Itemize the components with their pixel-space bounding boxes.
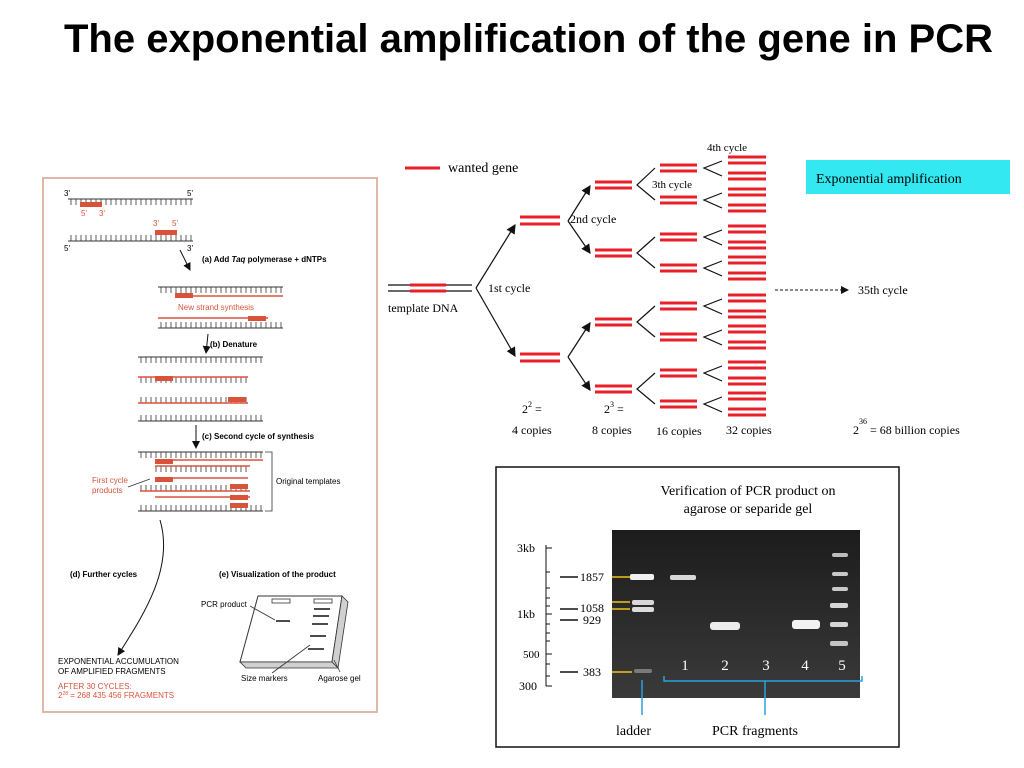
scale-label: 500 [523, 649, 540, 661]
dna-strand [138, 415, 263, 421]
dna-strand [138, 357, 263, 363]
ladder-label: ladder [616, 724, 651, 739]
gel-drawing [239, 595, 343, 663]
pcr-fragments-label: PCR fragments [712, 724, 798, 739]
lane-number: 2 [721, 658, 729, 674]
count-copies: 16 copies [656, 424, 702, 438]
strand-end-label: 5' [64, 244, 70, 253]
gel-title: agarose or separide gel [684, 502, 813, 517]
original-templates-label: Original templates [276, 477, 340, 486]
gel-panel: Verification of PCR product on agarose o… [495, 466, 900, 748]
dna-strand [138, 452, 263, 458]
gene-copies-gen4 [728, 155, 766, 417]
step-d-label: (d) Further cycles [70, 570, 138, 579]
dna-strand [68, 199, 193, 205]
cycle-label: 1st cycle [488, 281, 530, 295]
first-cycle-products-label: First cycle [92, 476, 129, 485]
cycle-label: 4th cycle [707, 142, 747, 154]
dna-strand [158, 322, 283, 328]
step-c-label: (c) Second cycle of synthesis [202, 432, 315, 441]
strand-end-label: 3' [153, 219, 159, 228]
scale-label: 3kb [517, 541, 535, 555]
dna-strand [68, 235, 193, 241]
new-strand-label: New strand synthesis [178, 303, 254, 312]
lane-number: 4 [801, 658, 809, 674]
gene-copies-gen2 [595, 180, 632, 394]
exponential-badge-text: Exponential amplification [816, 172, 962, 187]
exp-accum-label: OF AMPLIFIED FRAGMENTS [58, 667, 166, 676]
cycle-label: 3th cycle [652, 179, 692, 191]
exp-accum-label: EXPONENTIAL ACCUMULATION [58, 657, 179, 666]
scale-label: 1kb [517, 607, 535, 621]
pcr-product-label: PCR product [201, 600, 248, 609]
after-cycles-label: AFTER 30 CYCLES: [58, 682, 132, 691]
final-count: 236 = 68 billion copies [853, 417, 960, 437]
size-markers-label: Size markers [241, 674, 288, 683]
exponential-badge [806, 160, 1010, 194]
cycle-label: 2nd cycle [570, 212, 616, 226]
lane-number: 5 [838, 658, 846, 674]
ladder-band-label: 929 [583, 613, 601, 627]
lane-number: 3 [762, 658, 770, 674]
strand-end-label: 3' [99, 209, 105, 218]
gel-image [612, 530, 860, 698]
primer [155, 230, 177, 235]
ladder-band-label: 1857 [580, 570, 604, 584]
count-copies: 4 copies [512, 423, 552, 437]
scale-label: 300 [519, 679, 537, 693]
dna-strand [158, 287, 283, 293]
far-cycle-label: 35th cycle [858, 283, 908, 297]
count-copies: 32 copies [726, 423, 772, 437]
dna-strand [138, 377, 248, 383]
after-cycles-count: 228 = 268 435 456 FRAGMENTS [58, 691, 174, 700]
gel-title: Verification of PCR product on [661, 484, 836, 499]
step-e-label: (e) Visualization of the product [219, 570, 336, 579]
dna-strand [138, 505, 263, 511]
strand-end-label: 5' [81, 209, 87, 218]
step-b-label: (b) Denature [210, 340, 258, 349]
amplification-tree: wanted gene template DNA 1st cycle 2nd c… [388, 142, 1010, 438]
ladder-band-label: 383 [583, 665, 601, 679]
lane-number: 1 [681, 658, 689, 674]
pcr-steps-figure: 3' 5' 5' 3' 3' 5' 5' 3' (a) Add Taq poly… [42, 177, 378, 713]
gene-copies-gen1 [520, 215, 560, 363]
agarose-gel-label: Agarose gel [318, 674, 361, 683]
count-formula: 23 = [604, 400, 624, 416]
strand-end-label: 3' [64, 189, 70, 198]
count-copies: 8 copies [592, 423, 632, 437]
first-cycle-products-label: products [92, 486, 123, 495]
strand-end-label: 5' [172, 219, 178, 228]
slide-title: The exponential amplification of the gen… [64, 17, 993, 61]
primer [80, 202, 102, 207]
strand-end-label: 5' [187, 189, 193, 198]
legend-label: wanted gene [448, 161, 518, 176]
gene-copies-gen3 [660, 163, 697, 409]
step-a-label: (a) Add Taq polymerase + dNTPs [202, 255, 327, 264]
dna-strand [138, 397, 248, 403]
strand-end-label: 3' [187, 244, 193, 253]
ladder-band-label: 1058 [580, 601, 604, 615]
template-label: template DNA [388, 301, 459, 315]
count-formula: 22 = [522, 400, 542, 416]
